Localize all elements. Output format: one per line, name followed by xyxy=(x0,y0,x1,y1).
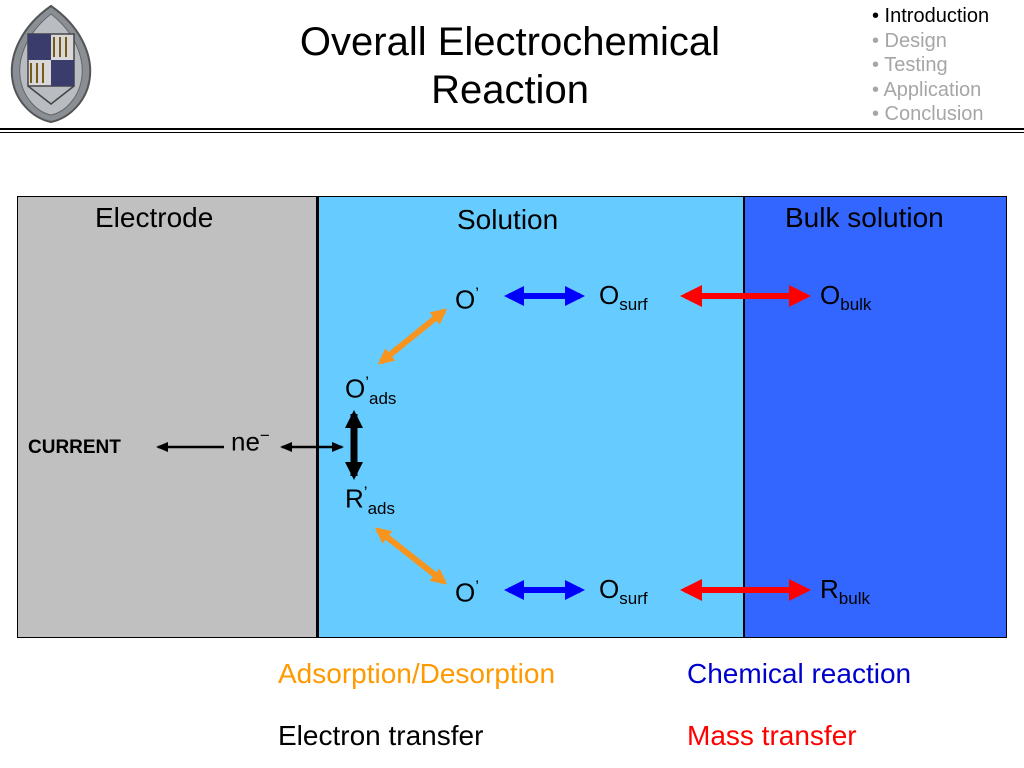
current-label: CURRENT xyxy=(28,437,121,458)
electrode-label: Electrode xyxy=(95,202,214,233)
solution-label: Solution xyxy=(457,204,559,235)
legend-electron-transfer: Electron transfer xyxy=(278,720,484,751)
species-o-ads: O’ads xyxy=(345,373,397,408)
species-r-ads: R’ads xyxy=(345,483,395,518)
section-nav: • Introduction • Design • Testing • Appl… xyxy=(872,4,989,127)
legend-adsorption-desorption: Adsorption/Desorption xyxy=(278,658,556,689)
nav-item-conclusion[interactable]: • Conclusion xyxy=(872,103,984,125)
nav-item-design[interactable]: • Design xyxy=(872,29,947,52)
nav-item-application[interactable]: • Application xyxy=(872,78,982,101)
nav-item-introduction[interactable]: • Introduction xyxy=(872,5,990,27)
electron-label: ne− xyxy=(231,426,270,457)
species-o-prime-bottom: O’ xyxy=(455,577,480,608)
header-divider xyxy=(0,128,1024,130)
bulk-solution-region xyxy=(743,196,1007,638)
species-o-bulk: Obulk xyxy=(820,280,872,315)
electrode-region xyxy=(17,196,317,638)
legend-chemical-reaction: Chemical reaction xyxy=(687,658,912,689)
legend-mass-transfer: Mass transfer xyxy=(687,720,857,751)
slide-title: Overall Electrochemical Reaction xyxy=(299,20,721,112)
bulk-solution-label: Bulk solution xyxy=(785,202,944,233)
adsorption-arrow-top xyxy=(377,308,448,365)
species-o-prime-top: O’ xyxy=(455,284,480,315)
nav-item-testing[interactable]: • Testing xyxy=(872,54,948,76)
species-o-surf-bottom: Osurf xyxy=(599,574,648,609)
university-seal-logo xyxy=(4,4,98,129)
header-divider-thin xyxy=(0,132,1024,133)
species-o-surf-top: Osurf xyxy=(599,280,648,315)
adsorption-arrow-bottom xyxy=(374,527,448,585)
species-r-bulk: Rbulk xyxy=(820,574,870,609)
